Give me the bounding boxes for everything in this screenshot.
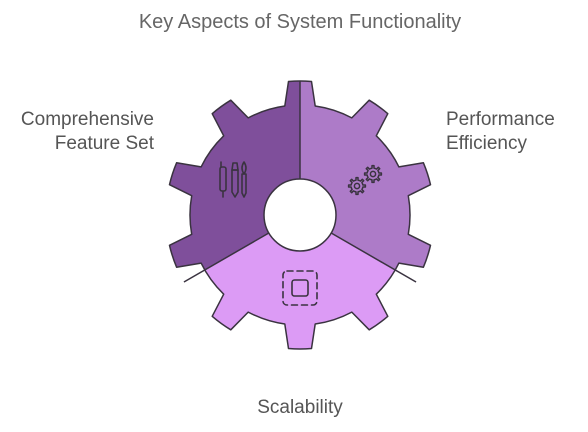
label-line: Performance	[446, 109, 555, 130]
gear-hub	[263, 178, 337, 252]
label-scalability: Scalability	[0, 396, 588, 420]
gears-icon	[347, 164, 383, 196]
gear-shape	[347, 176, 367, 196]
label-line: Scalability	[257, 397, 343, 418]
label-performance-efficiency: Performance Efficiency	[446, 108, 555, 156]
gear-outline	[168, 80, 432, 350]
label-line: Efficiency	[446, 133, 527, 154]
gear-center	[369, 170, 377, 178]
diagram-title: Key Aspects of System Functionality	[138, 11, 462, 33]
gear-shape	[363, 164, 383, 184]
segment-scalability	[169, 215, 431, 349]
label-line: Comprehensive	[20, 109, 154, 130]
segment-dividers	[183, 81, 417, 283]
label-line: Feature Set	[54, 133, 154, 154]
gear-center	[353, 182, 361, 190]
label-comprehensive-feature-set: Comprehensive Feature Set	[21, 108, 154, 156]
pens-tools-icon	[219, 161, 247, 198]
segment-divider	[183, 232, 270, 283]
scale-frame-icon	[282, 270, 318, 306]
segment-divider	[330, 232, 417, 283]
